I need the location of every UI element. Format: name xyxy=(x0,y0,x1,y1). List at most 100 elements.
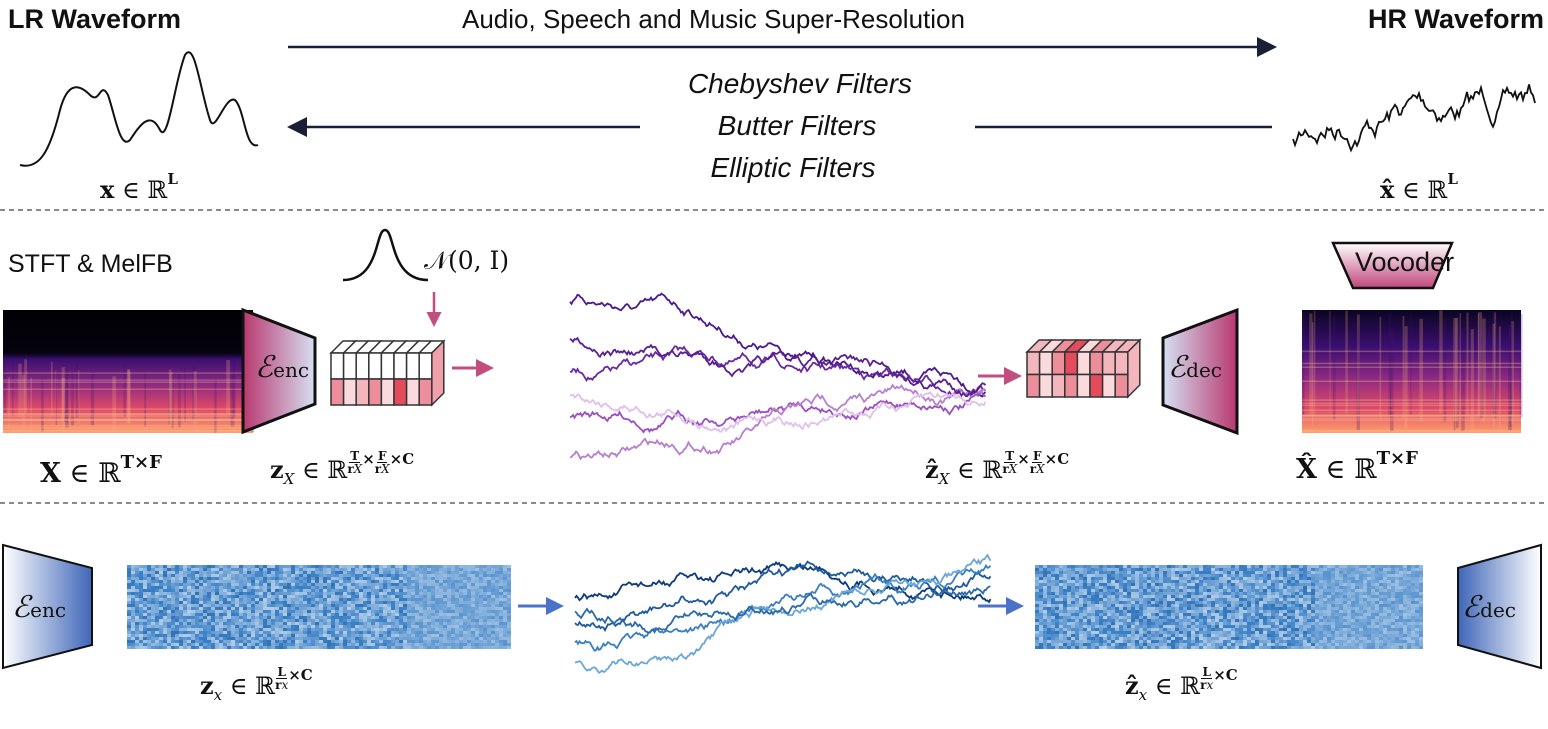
heatmap-cell xyxy=(411,595,415,598)
heatmap-cell xyxy=(139,613,143,616)
heatmap-cell xyxy=(211,589,215,592)
heatmap-cell xyxy=(167,622,171,625)
heatmap-cell xyxy=(279,565,283,568)
heatmap-cell xyxy=(347,583,351,586)
heatmap-cell xyxy=(251,571,255,574)
heatmap-cell xyxy=(1059,577,1063,580)
heatmap-cell xyxy=(1159,604,1163,607)
heatmap-cell xyxy=(1235,634,1239,637)
heatmap-cell xyxy=(251,631,255,634)
heatmap-cell xyxy=(439,577,443,580)
heatmap-cell xyxy=(239,592,243,595)
heatmap-cell xyxy=(243,592,247,595)
heatmap-cell xyxy=(1327,622,1331,625)
heatmap-cell xyxy=(1247,616,1251,619)
heatmap-cell xyxy=(279,634,283,637)
heatmap-cell xyxy=(211,580,215,583)
heatmap-cell xyxy=(191,646,195,649)
heatmap-cell xyxy=(167,595,171,598)
heatmap-cell xyxy=(1303,637,1307,640)
heatmap-cell xyxy=(387,619,391,622)
heatmap-cell xyxy=(315,643,319,646)
heatmap-cell xyxy=(1323,586,1327,589)
heatmap-cell xyxy=(1279,574,1283,577)
heatmap-cell xyxy=(1307,637,1311,640)
heatmap-cell xyxy=(283,610,287,613)
heatmap-cell xyxy=(1099,628,1103,631)
heatmap-cell xyxy=(1243,640,1247,643)
heatmap-cell xyxy=(259,646,263,649)
heatmap-cell xyxy=(1167,607,1171,610)
spectrogram-streak xyxy=(1356,327,1360,431)
heatmap-cell xyxy=(1215,574,1219,577)
heatmap-cell xyxy=(1063,592,1067,595)
heatmap-cell xyxy=(1103,583,1107,586)
heatmap-cell xyxy=(207,634,211,637)
heatmap-cell xyxy=(127,568,131,571)
heatmap-cell xyxy=(159,565,163,568)
heatmap-cell xyxy=(131,646,135,649)
heatmap-cell xyxy=(131,634,135,637)
heatmap-cell xyxy=(1299,577,1303,580)
heatmap-cell xyxy=(339,634,343,637)
heatmap-cell xyxy=(415,565,419,568)
heatmap-cell xyxy=(163,565,167,568)
heatmap-cell xyxy=(215,604,219,607)
heatmap-cell xyxy=(1179,601,1183,604)
heatmap-cell xyxy=(1215,586,1219,589)
heatmap-cell xyxy=(391,589,395,592)
heatmap-cell xyxy=(355,580,359,583)
heatmap-cell xyxy=(411,571,415,574)
heatmap-cell xyxy=(207,631,211,634)
heatmap-cell xyxy=(1203,598,1207,601)
heatmap-cell xyxy=(415,607,419,610)
heatmap-cell xyxy=(1271,586,1275,589)
heatmap-cell xyxy=(1047,613,1051,616)
heatmap-cell xyxy=(295,586,299,589)
heatmap-cell xyxy=(435,583,439,586)
heatmap-cell xyxy=(471,646,475,649)
heatmap-cell xyxy=(1071,613,1075,616)
heatmap-cell xyxy=(143,625,147,628)
heatmap-cell xyxy=(435,574,439,577)
heatmap-cell xyxy=(143,607,147,610)
heatmap-cell xyxy=(463,625,467,628)
heatmap-cell xyxy=(1287,610,1291,613)
heatmap-cell xyxy=(323,601,327,604)
heatmap-cell xyxy=(403,595,407,598)
heatmap-cell xyxy=(1207,622,1211,625)
heatmap-cell xyxy=(1203,640,1207,643)
heatmap-cell xyxy=(1151,637,1155,640)
heatmap-cell xyxy=(1047,634,1051,637)
heatmap-cell xyxy=(1303,610,1307,613)
heatmap-cell xyxy=(495,634,499,637)
heatmap-cell xyxy=(1275,634,1279,637)
heatmap-cell xyxy=(403,616,407,619)
heatmap-cell xyxy=(155,583,159,586)
heatmap-cell xyxy=(1111,598,1115,601)
heatmap-cell xyxy=(483,646,487,649)
heatmap-cell xyxy=(195,577,199,580)
heatmap-cell xyxy=(243,646,247,649)
heatmap-cell xyxy=(219,586,223,589)
heatmap-cell xyxy=(1087,619,1091,622)
heatmap-cell xyxy=(1063,604,1067,607)
heatmap-cell xyxy=(503,565,507,568)
heatmap-cell xyxy=(435,565,439,568)
heatmap-cell xyxy=(183,610,187,613)
heatmap-cell xyxy=(1275,604,1279,607)
heatmap-cell xyxy=(1315,640,1319,643)
heatmap-cell xyxy=(451,580,455,583)
heatmap-cell xyxy=(1295,586,1299,589)
heatmap-cell xyxy=(231,592,235,595)
heatmap-cell xyxy=(331,622,335,625)
heatmap-cell xyxy=(475,643,479,646)
heatmap-cell xyxy=(1091,643,1095,646)
heatmap-cell xyxy=(1067,577,1071,580)
heatmap-cell xyxy=(183,631,187,634)
heatmap-cell xyxy=(439,565,443,568)
heatmap-cell xyxy=(1243,571,1247,574)
heatmap-cell xyxy=(1283,604,1287,607)
heatmap-cell xyxy=(1247,640,1251,643)
spectrogram-streak xyxy=(112,376,117,431)
